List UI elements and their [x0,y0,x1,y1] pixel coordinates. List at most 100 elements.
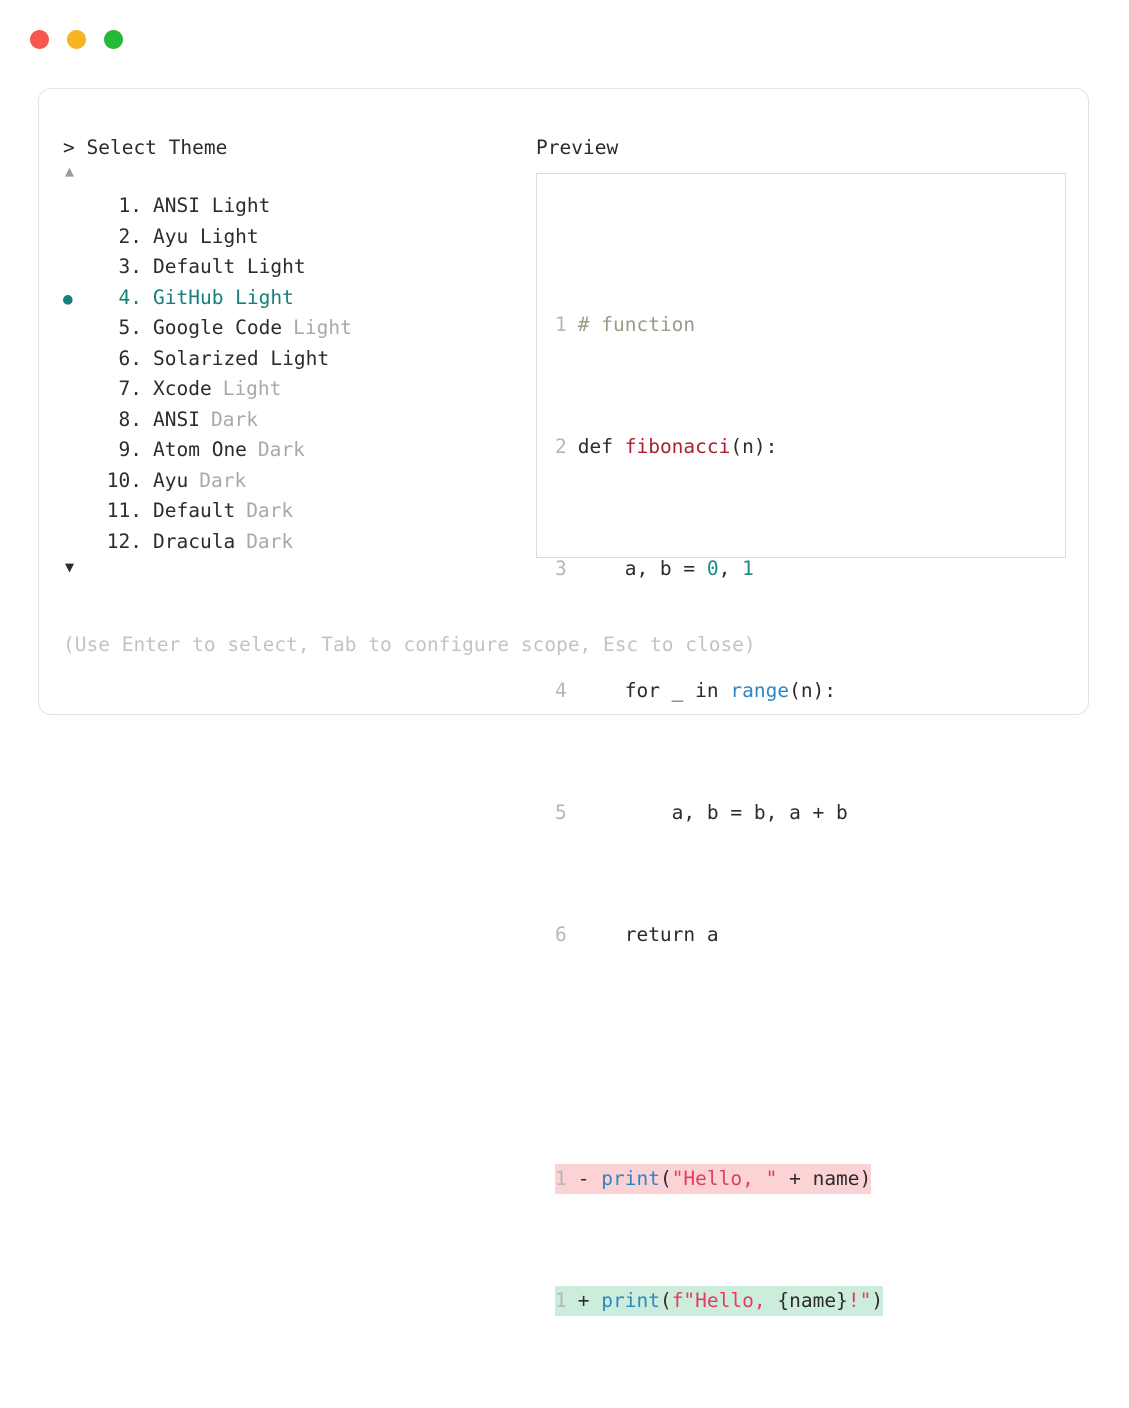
theme-name: Ayu [153,468,189,492]
code-text: + name [777,1166,860,1190]
diff-marker-minus: - [577,1166,602,1190]
selected-bullet-icon: ● [63,288,73,308]
selected-bullet-icon: ● [63,497,90,528]
selected-bullet-icon: ● [63,406,90,437]
theme-mode-tag: Light [222,377,282,400]
code-string: ! [847,1288,860,1312]
code-line-5: 5 a, b = b, a + b [555,798,883,829]
theme-index: 5. [106,316,143,339]
line-number: 5 [555,800,567,824]
code-text: for _ in [577,678,731,702]
code-text: (n): [789,678,837,702]
code-string: " [859,1288,872,1312]
theme-list-item[interactable]: ● 8. ANSI Dark [63,405,533,436]
code-text: ) [859,1166,872,1190]
theme-index: 3. [106,255,143,278]
selected-bullet-icon: ● [63,375,90,406]
theme-name: Ayu Light [153,224,259,248]
selected-bullet-icon: ● [63,223,90,254]
theme-mode-tag: Dark [246,529,294,553]
line-number: 4 [555,678,567,702]
theme-selection-pane: > Select Theme ▲ ● 1. ANSI Light ● 2. Ayu L… [63,135,533,577]
code-text: ) [871,1288,884,1312]
theme-mode-tag: Dark [246,499,294,522]
preview-title: Preview [536,136,619,159]
line-number: 1 [555,1166,567,1190]
code-builtin: print [601,1288,660,1312]
code-text: ( [659,1166,672,1190]
diff-marker-plus: + [577,1288,602,1312]
theme-list-item[interactable]: ● 2. Ayu Light [63,222,533,253]
theme-index: 11. [106,499,142,522]
code-sample: 1 # function 2 def fibonacci(n): 3 a, b … [555,218,884,1408]
theme-name: Default [153,499,236,522]
theme-name: Xcode [153,377,212,400]
code-line-blank [555,1042,883,1073]
theme-list-item[interactable]: ● 5. Google Code Light [63,313,533,344]
scroll-down-icon[interactable]: ▼ [65,558,75,576]
code-text: a, b = [577,556,707,580]
selected-bullet-icon: ● [63,436,90,467]
theme-index: 1. [106,194,143,217]
line-number: 2 [555,434,567,458]
theme-name: Atom One [153,438,247,461]
theme-list-item[interactable]: ● 1. ANSI Light [63,191,533,222]
theme-index: 8. [106,407,143,431]
theme-name: ANSI [153,407,200,431]
selected-bullet-icon: ● [63,467,90,498]
code-line-1: 1 # function [555,310,883,341]
diff-line-added: 1 + print(f"Hello, {name}!") [555,1285,884,1316]
theme-name: Google Code [153,316,283,339]
selected-bullet-icon: ● [63,345,90,376]
theme-index: 10. [106,468,142,492]
theme-list-item[interactable]: ● 7. Xcode Light [63,374,533,405]
code-function-name: fibonacci [624,434,731,458]
code-keyword: def [577,434,625,458]
code-fstring-expr: {name} [777,1288,848,1312]
theme-mode-tag: Dark [210,407,258,431]
theme-list: ● 1. ANSI Light ● 2. Ayu Light ● 3. Default L… [63,191,533,557]
preview-box: 1 # function 2 def fibonacci(n): 3 a, b … [536,173,1066,1316]
theme-name: ANSI Light [153,194,271,217]
theme-list-item[interactable]: ● 4. GitHub Light [63,283,533,314]
close-dot[interactable] [30,30,49,49]
maximize-dot[interactable] [104,30,123,49]
minimize-dot[interactable] [67,30,86,49]
code-builtin: range [730,678,790,702]
page-title: > Select Theme [63,136,228,159]
code-number: 1 [742,556,754,580]
selected-bullet-icon: ● [63,192,90,223]
theme-name: Default Light [153,255,306,278]
theme-mode-tag: Light [293,316,352,339]
code-number: 0 [706,556,719,580]
code-string: f"Hello, [671,1288,778,1312]
scroll-up-icon[interactable]: ▲ [65,162,75,180]
code-text: , [718,556,743,580]
line-number: 6 [555,922,567,946]
selected-bullet-icon: ● [63,528,90,559]
theme-index: 12. [106,529,142,553]
theme-index: 7. [106,377,143,400]
code-string: "Hello, " [671,1166,778,1190]
theme-index: 4. [106,285,143,309]
theme-name: GitHub Light [153,285,294,309]
code-text: (n): [730,434,778,458]
line-number: 3 [555,556,567,580]
code-line-4: 4 for _ in range(n): [555,676,883,707]
theme-list-item[interactable]: ● 6.Solarized Light [63,344,533,375]
theme-list-item[interactable]: ● 3.Default Light [63,252,533,283]
window-controls [30,30,123,49]
theme-index: 6. [106,346,143,370]
code-text: a, b = b, a + b [577,800,848,824]
line-number: 1 [555,312,567,336]
theme-index: 2. [106,224,143,248]
preview-pane-header: Preview [536,135,1066,161]
selected-bullet-icon: ● [63,314,90,345]
theme-mode-tag: Dark [257,438,305,461]
line-number: 1 [555,1288,567,1312]
code-builtin: print [601,1166,660,1190]
theme-list-item[interactable]: ● 11. Default Dark [63,496,533,527]
